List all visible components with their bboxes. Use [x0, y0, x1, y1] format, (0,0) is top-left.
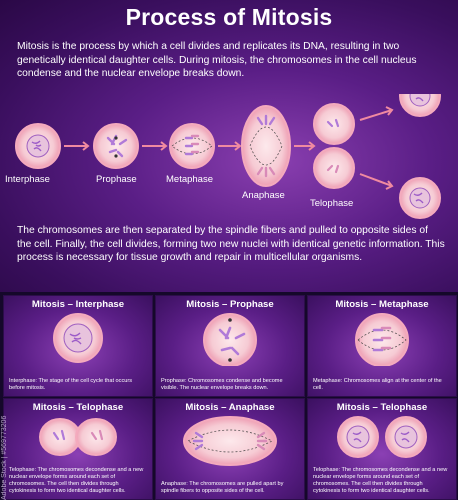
stock-watermark: Adobe Stock | #569773206 [1, 415, 8, 500]
panel-telophase-left: Mitosis – Telophase Telophase: The chrom… [3, 398, 153, 500]
panel-title: Mitosis – Interphase [31, 299, 125, 310]
panel-title: Mitosis – Metaphase [335, 299, 429, 310]
panel-metaphase: Mitosis – Metaphase Metaphase: Chromosom… [307, 295, 457, 397]
daughter-cell-bottom [399, 177, 441, 219]
arrow-icon [294, 141, 316, 151]
metaphase-cell-art [355, 313, 409, 366]
daughter-cells-art [337, 416, 427, 458]
telophase-cell-art [39, 418, 117, 456]
arrow-icon [64, 141, 90, 151]
telophase-cell [313, 103, 355, 189]
panel-telophase-right: Mitosis – Telophase Telophase: The chrom… [307, 398, 457, 500]
anaphase-cell [241, 105, 291, 187]
panel-title: Mitosis – Telophase [336, 402, 428, 413]
arrow-icon [359, 173, 394, 190]
daughter-cell-top [399, 75, 441, 117]
stage-sequence-art [15, 75, 441, 219]
anaphase-cell-art [183, 416, 277, 466]
panel-title: Mitosis – Anaphase [185, 402, 275, 413]
detail-panels: Mitosis – Interphase Interphase: The sta… [0, 292, 458, 500]
interphase-cell [15, 123, 61, 169]
panel-prophase: Mitosis – Prophase Prophase: Chromosomes… [155, 295, 305, 397]
panel-title: Mitosis – Telophase [32, 402, 124, 413]
panel-description: Prophase: Chromosomes condense and becom… [161, 378, 283, 391]
arrow-icon [359, 106, 394, 121]
arrow-icon [218, 141, 242, 151]
panel-description: Telophase: The chromosomes decondense an… [313, 467, 448, 494]
panel-description: Interphase: The stage of the cell cycle … [9, 378, 133, 391]
stage-label-prophase: Prophase [96, 174, 137, 185]
stage-label-metaphase: Metaphase [166, 174, 214, 185]
interphase-cell-art [53, 313, 103, 363]
intro-text: Mitosis is the process by which a cell d… [17, 41, 417, 80]
arrow-icon [142, 141, 168, 151]
metaphase-cell [169, 123, 215, 169]
panel-interphase: Mitosis – Interphase Interphase: The sta… [3, 295, 153, 397]
page-title: Process of Mitosis [125, 4, 333, 30]
panel-description: Metaphase: Chromosomes align at the cent… [313, 378, 442, 391]
panel-title: Mitosis – Prophase [186, 299, 274, 310]
stage-label-telophase: Telophase [310, 198, 354, 209]
prophase-cell [93, 123, 139, 169]
prophase-cell-art [203, 313, 257, 366]
panel-description: Anaphase: The chromosomes are pulled apa… [161, 481, 284, 494]
mitosis-diagram: Interphase Prophase Metaphase Anaphase T… [0, 75, 458, 224]
outro-text: The chromosomes are then separated by th… [17, 225, 445, 264]
header-section: Process of Mitosis Mitosis is the proces… [0, 0, 458, 292]
stage-label-interphase: Interphase [5, 174, 50, 185]
panel-description: Telophase: The chromosomes decondense an… [9, 467, 144, 494]
panel-anaphase: Mitosis – Anaphase Anaphase: The chromos… [155, 398, 305, 500]
stage-label-anaphase: Anaphase [242, 190, 285, 201]
